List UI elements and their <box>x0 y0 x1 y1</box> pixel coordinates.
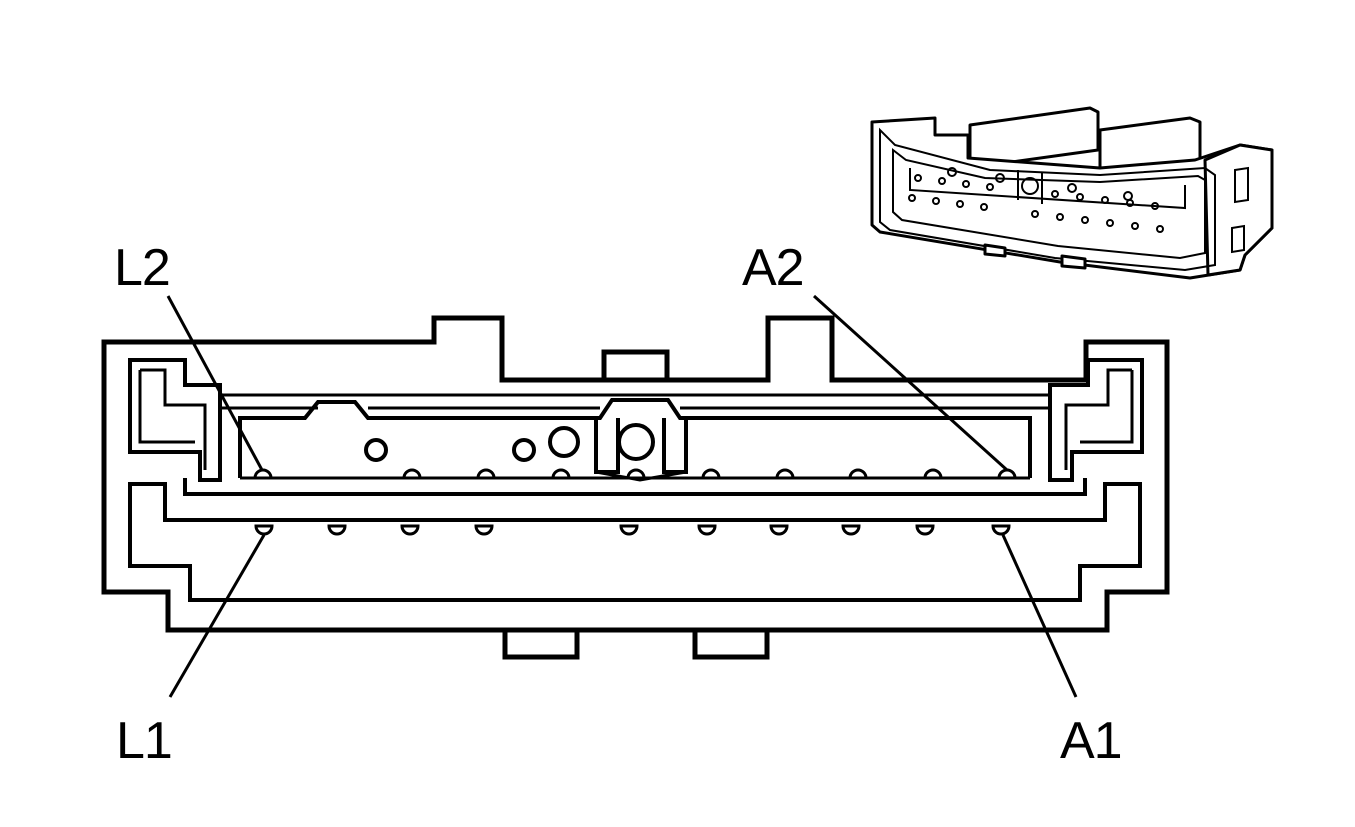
iso-end-block <box>1203 143 1274 277</box>
pin-label-l1: L1 <box>116 712 172 770</box>
iso-pin-bay <box>909 168 1186 210</box>
bottom-tab-left <box>502 630 580 660</box>
iso-key-hole <box>1021 177 1039 195</box>
leader-line-l1 <box>168 534 266 698</box>
iso-pins-upper <box>914 167 1159 210</box>
left-frame-outer <box>128 358 222 482</box>
iso-divider <box>1017 170 1043 204</box>
left-frame-inner <box>138 368 207 470</box>
key-post-base <box>595 470 687 482</box>
upper-terminal-row <box>253 468 1017 479</box>
key-hole-large <box>617 423 655 461</box>
iso-inner-frame-inner <box>892 147 1206 260</box>
right-frame-outer <box>1048 358 1144 482</box>
leader-line-a2 <box>812 294 1009 472</box>
iso-inner-frame-outer <box>879 127 1216 272</box>
iso-rib-left <box>968 106 1100 167</box>
pin-label-a2: A2 <box>742 239 804 297</box>
leader-line-l2 <box>166 295 264 471</box>
bottom-tab-right <box>692 630 770 660</box>
connector-front-view <box>101 315 1170 660</box>
lower-frame-left <box>128 482 1142 602</box>
alignment-hole-1 <box>364 438 388 462</box>
pin-label-l2: L2 <box>114 239 170 297</box>
outer-housing <box>101 315 1170 633</box>
leader-line-a1 <box>1001 534 1078 698</box>
alignment-hole-3 <box>548 426 580 458</box>
alignment-hole-2 <box>512 438 536 462</box>
top-latch <box>601 349 670 378</box>
pin-row-divider <box>183 478 1087 496</box>
right-frame-inner <box>1064 368 1134 470</box>
iso-bottom-tab-left <box>983 243 1007 258</box>
iso-latch-slots <box>1231 166 1249 254</box>
pin-label-a1: A1 <box>1060 712 1122 770</box>
lower-terminal-row <box>254 524 1011 536</box>
upper-cavity <box>238 398 1032 478</box>
iso-pins-lower <box>908 194 1164 233</box>
connector-isometric-view <box>870 106 1274 280</box>
iso-bottom-tab-right <box>1060 254 1087 270</box>
